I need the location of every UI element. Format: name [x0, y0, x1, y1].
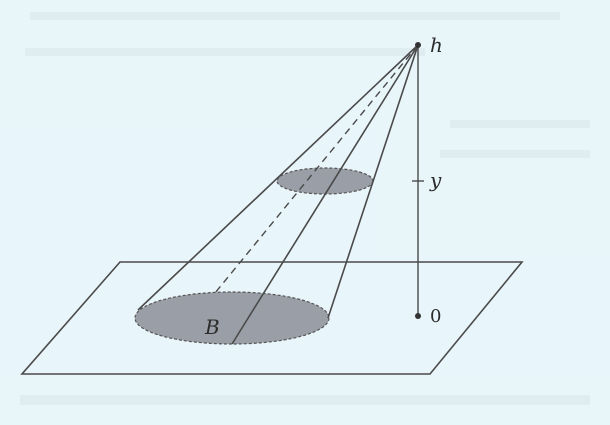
plane: [20, 261, 524, 375]
apex-point: [415, 42, 421, 48]
cone-edge-hidden: [214, 44, 419, 294]
cross-section: [276, 167, 374, 195]
apex-label: h: [430, 33, 443, 57]
origin-point: [415, 313, 421, 319]
base-label: B: [204, 315, 220, 339]
cone-edge-front: [231, 44, 419, 345]
base-region: [134, 291, 330, 345]
cone-edge-left: [137, 44, 419, 311]
y-label: y: [429, 168, 442, 192]
origin-label: 0: [430, 306, 441, 327]
cone-edge-right: [327, 44, 419, 319]
